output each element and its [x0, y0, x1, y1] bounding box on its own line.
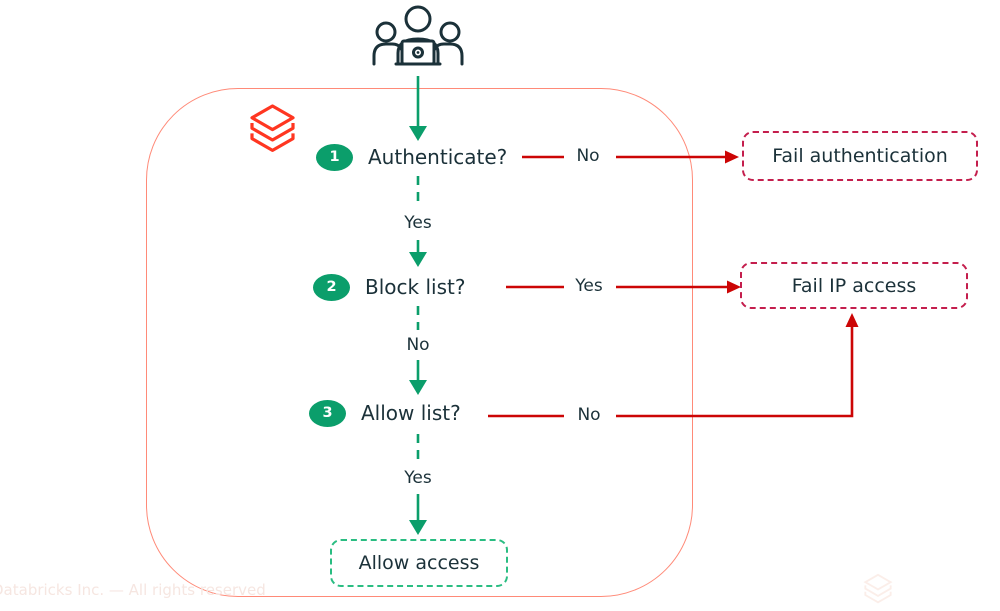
outcome-fail-authentication: Fail authentication [742, 131, 978, 181]
edge-label-authenticate-no: No [576, 146, 600, 166]
footer-copyright: Databricks Inc. — All rights reserved [0, 581, 266, 599]
edge-label-authenticate-yes: Yes [404, 213, 432, 233]
users-group-laptop-icon [368, 3, 468, 67]
outcome-allow-access-label: Allow access [358, 552, 480, 574]
databricks-logo-icon [248, 103, 297, 158]
outcome-allow-access: Allow access [330, 539, 508, 587]
outcome-fail-ip-access: Fail IP access [740, 262, 968, 309]
step-1-label: Authenticate? [368, 145, 508, 169]
edge-label-blocklist-yes: Yes [575, 276, 603, 296]
edge-label-allowlist-no: No [577, 405, 601, 425]
step-2-label: Block list? [365, 275, 466, 299]
outcome-fail-authentication-label: Fail authentication [772, 145, 948, 167]
edge-label-allowlist-yes: Yes [404, 468, 432, 488]
step-3-label: Allow list? [361, 401, 461, 425]
step-1-badge: 1 [316, 143, 353, 171]
outcome-fail-ip-access-label: Fail IP access [791, 274, 917, 297]
edge-label-blocklist-no: No [406, 335, 430, 355]
step-3-badge: 3 [309, 399, 346, 427]
step-block-list: 2 Block list? [313, 272, 465, 302]
step-2-badge: 2 [313, 273, 350, 301]
step-allow-list: 3 Allow list? [309, 398, 461, 428]
step-authenticate: 1 Authenticate? [316, 142, 507, 172]
databricks-watermark-icon [855, 573, 901, 607]
